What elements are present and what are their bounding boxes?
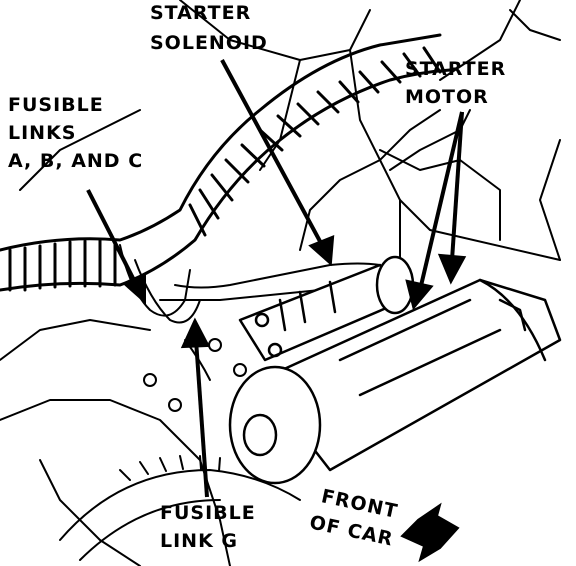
motor-arrowhead-2	[405, 279, 434, 311]
solenoid-arrowhead	[308, 234, 335, 267]
fusible-links-arrowhead	[122, 272, 146, 305]
starter-solenoid-label: STARTER SOLENOID	[150, 2, 268, 54]
solenoid-arrow	[220, 59, 324, 246]
starter-motor-line-1: STARTER	[405, 58, 507, 80]
fusible-link-g-line-1: FUSIBLE	[160, 502, 256, 524]
starter-solenoid-line-2: SOLENOID	[150, 32, 268, 54]
starter-motor-label: STARTER MOTOR	[405, 58, 506, 108]
fusible-link-g-label: FUSIBLE LINK G	[160, 502, 256, 552]
starter-solenoid-line-1: STARTER	[150, 2, 252, 24]
motor-arrow	[450, 111, 464, 261]
fusible-link-g-arrowhead	[180, 317, 211, 349]
starter-solenoid-body	[238, 255, 415, 362]
label-arrows	[86, 59, 467, 498]
fusible-links-line-3: A, B, AND C	[8, 150, 144, 172]
fusible-links-line-1: FUSIBLE	[8, 94, 104, 116]
flywheel	[59, 455, 301, 561]
wire-harness	[0, 33, 452, 292]
front-of-car-arrow-icon	[400, 502, 460, 563]
starter-motor-line-2: MOTOR	[405, 86, 489, 108]
motor-arrow-2	[418, 111, 464, 291]
fusible-links-line-2: LINKS	[8, 122, 77, 144]
engine-block-outline	[0, 0, 561, 566]
fusible-links-arrow	[86, 189, 137, 283]
fusible-link-g-arrow	[194, 339, 209, 498]
motor-arrowhead	[437, 253, 467, 285]
fusible-link-g-line-2: LINK G	[160, 530, 239, 552]
starter-motor-body	[228, 278, 562, 485]
fusible-links-label: FUSIBLE LINKS A, B, AND C	[8, 94, 143, 172]
